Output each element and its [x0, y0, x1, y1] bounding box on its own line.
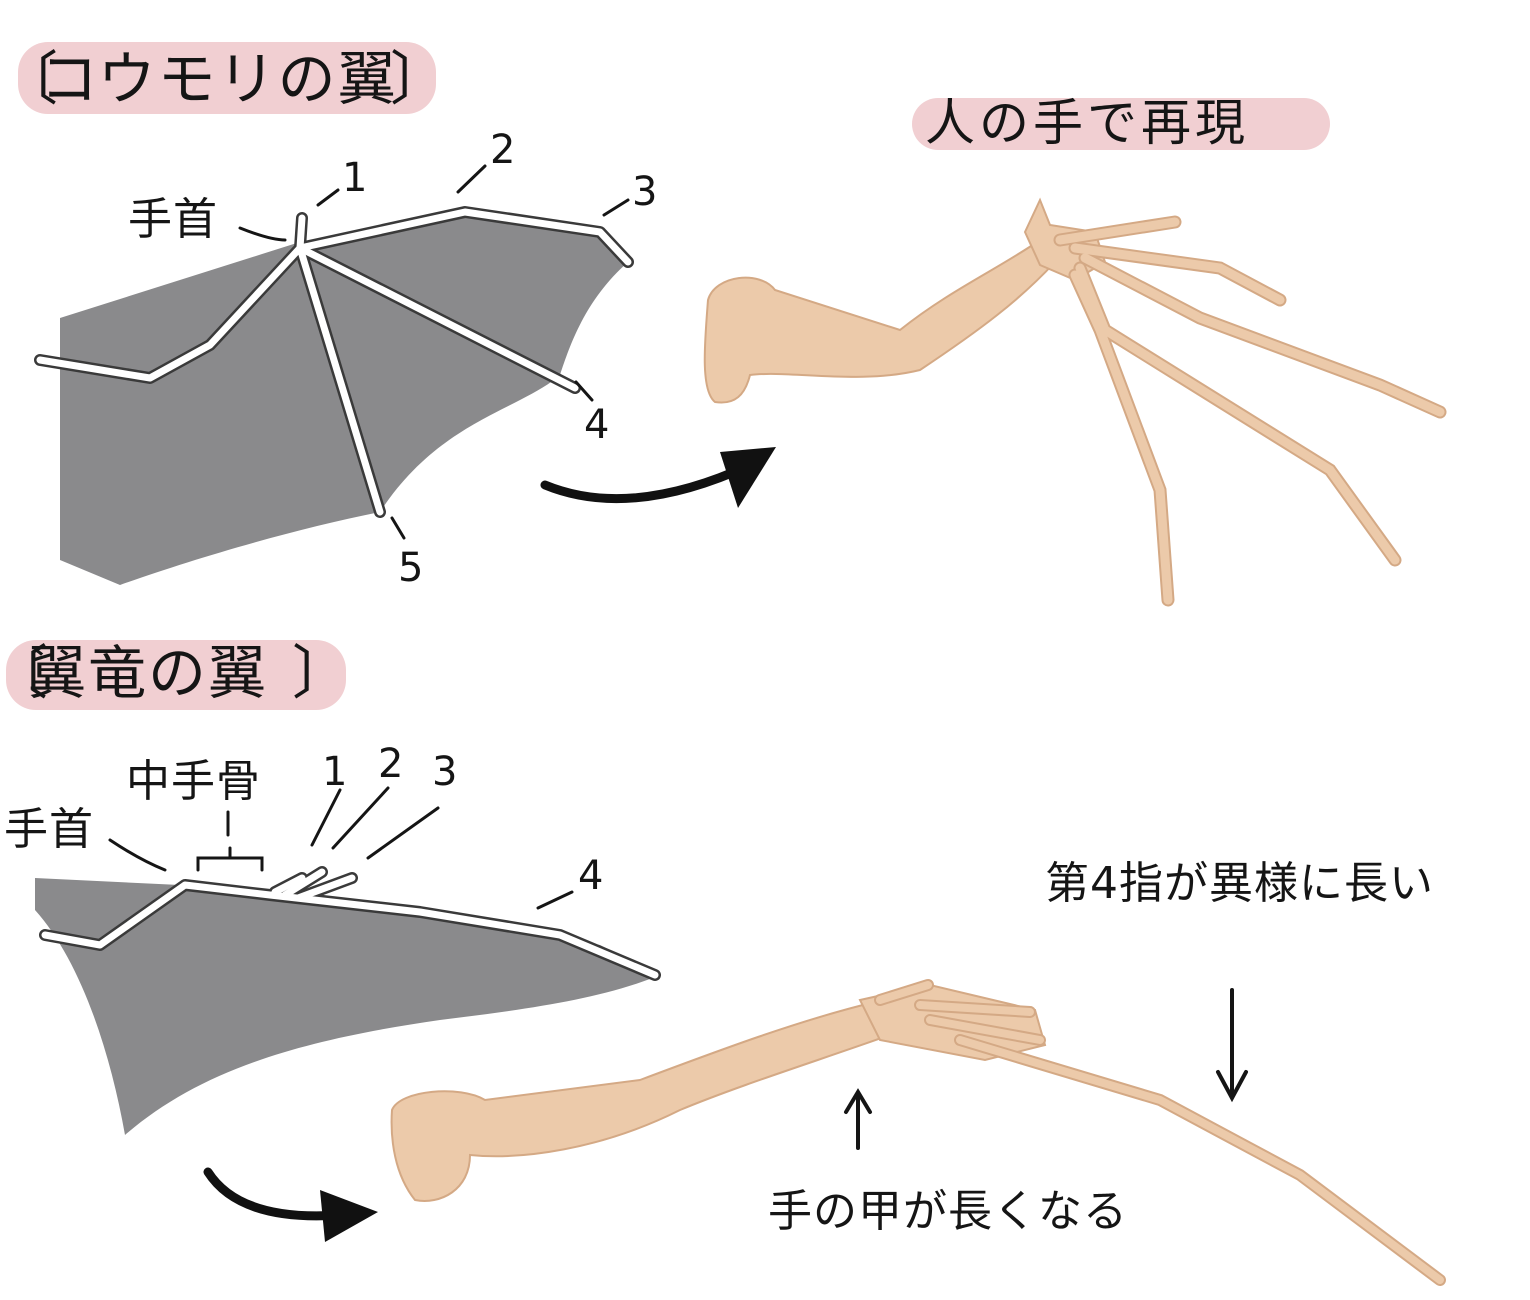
- bat-finger-number-2: 2: [490, 127, 516, 173]
- down-arrow-icon: [1216, 988, 1248, 1103]
- human-ptero-arm: [390, 979, 1446, 1286]
- pterosaur-arm-bone: [41, 881, 659, 979]
- human-bat-finger-5: [1070, 270, 1173, 605]
- ptero-num1-leader: [310, 788, 342, 847]
- up-arrow-icon: [844, 1088, 872, 1150]
- bat-forearm-bone: [36, 244, 304, 382]
- human-bat-finger-2: [1070, 243, 1285, 305]
- curved-arrow-icon: [203, 1167, 378, 1242]
- human-ptero-thumb: [876, 981, 932, 1004]
- bat-title: コウモリの翼: [40, 45, 398, 113]
- bat-num5-leader: [390, 516, 406, 540]
- pterosaur-wing-membrane: [35, 878, 660, 1135]
- bat-num4-leader: [574, 380, 594, 402]
- human-ptero-finger-4: [956, 1036, 1444, 1284]
- ptero-finger-number-4: 4: [578, 853, 604, 899]
- ptero-finger-number-2: 2: [378, 741, 404, 787]
- ptero-num2-leader: [331, 786, 390, 850]
- bat-finger-number-4: 4: [584, 402, 610, 448]
- bat-wing: [34, 164, 634, 585]
- ptero-finger-number-3: 3: [432, 749, 458, 795]
- bat-title-bracket-open: 〔: [0, 45, 61, 113]
- human-bat-title: 人の手で再現: [925, 94, 1249, 152]
- pterosaur-finger-1-bone: [271, 874, 306, 896]
- ptero-num4-leader: [536, 890, 574, 910]
- pterosaur-finger-2-bone: [281, 868, 326, 899]
- human-bat-arm: [703, 197, 1447, 607]
- ptero-title-bracket-close: 〕: [292, 639, 353, 707]
- human-bat-upper-arm: [703, 238, 1057, 404]
- bat-thumb-bone: [296, 214, 306, 252]
- fourth-finger-note: 第4指が異様に長い: [1045, 858, 1434, 909]
- bat-title-highlight: [18, 42, 436, 114]
- ptero-wrist-leader: [108, 838, 167, 872]
- ptero-num3-leader: [366, 806, 440, 860]
- human-ptero-finger-2: [916, 1001, 1034, 1016]
- pterosaur-wing: [35, 786, 661, 1135]
- human-bat-finger-1: [1055, 217, 1180, 245]
- ptero-wrist-label: 手首: [4, 804, 94, 855]
- ptero-metacarpal-label: 中手骨: [126, 756, 261, 807]
- ptero-title-bracket-open: 〔: [0, 644, 50, 702]
- bat-num1-leader: [316, 188, 340, 207]
- ptero-title: 翼竜の翼: [28, 639, 269, 707]
- curved-arrow-icon: [540, 447, 776, 508]
- bat-title-bracket-close: 〕: [390, 45, 451, 113]
- bat-finger-4-bone: [296, 244, 579, 392]
- human-bat-finger-3: [1080, 253, 1445, 417]
- ptero-finger-number-1: 1: [322, 749, 348, 795]
- back-of-hand-note: 手の甲が長くなる: [768, 1186, 1128, 1237]
- ptero-title-highlight: [6, 640, 346, 710]
- human-ptero-finger-3: [926, 1016, 1044, 1044]
- bat-finger-2-3-bone: [296, 208, 632, 266]
- bat-finger-5-bone: [296, 244, 384, 516]
- bat-finger-number-3: 3: [632, 169, 658, 215]
- bat-finger-number-5: 5: [398, 545, 424, 591]
- ptero-metacarpal-bracket: [196, 810, 264, 872]
- human-ptero-upper-arm: [390, 1000, 892, 1202]
- bat-num2-leader: [456, 164, 487, 194]
- human-bat-finger-4: [1075, 263, 1400, 565]
- bat-wrist-leader: [238, 226, 287, 242]
- bat-finger-number-1: 1: [342, 155, 368, 201]
- bat-wrist-label: 手首: [128, 194, 218, 245]
- bat-num3-leader: [602, 198, 630, 217]
- pterosaur-finger-3-bone: [294, 874, 356, 902]
- human-bat-title-highlight: [912, 98, 1330, 150]
